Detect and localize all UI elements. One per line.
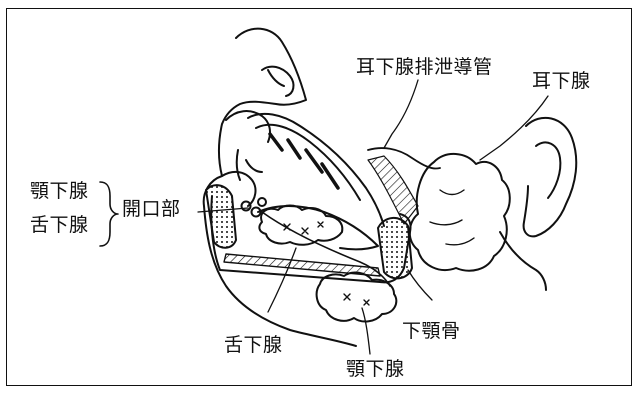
face-outline xyxy=(204,29,356,346)
sublingual-marks xyxy=(284,222,323,234)
leader-submandibular xyxy=(362,308,370,354)
parotid-gland-shape xyxy=(410,154,510,271)
label-sublingual-gland: 舌下腺 xyxy=(224,336,283,355)
mandible-front-section xyxy=(206,185,236,248)
leader-duct xyxy=(384,80,418,148)
leader-mandible xyxy=(408,270,432,300)
neck-outline xyxy=(500,232,546,290)
ear-outline xyxy=(524,118,577,237)
label-brace xyxy=(100,182,118,246)
upper-lip xyxy=(226,111,270,142)
ear-inner xyxy=(536,142,560,198)
label-submandibular-gland: 顎下腺 xyxy=(346,360,405,379)
mandible-rear-section xyxy=(378,218,412,278)
masseter xyxy=(368,156,418,224)
sublingual-gland-shape xyxy=(259,206,342,245)
submandibular-marks xyxy=(344,294,369,305)
label-openings: 開口部 xyxy=(122,200,181,219)
label-sublingual-gland-left: 舌下腺 xyxy=(30,216,89,235)
label-mandible: 下顎骨 xyxy=(402,322,461,341)
label-parotid-duct: 耳下腺排泄導管 xyxy=(356,58,493,77)
label-submandibular-gland-left: 顎下腺 xyxy=(30,182,89,201)
nose-outline xyxy=(262,67,293,96)
opening-dot-3 xyxy=(258,198,266,206)
upper-teeth xyxy=(237,150,262,180)
leader-parotid xyxy=(480,96,548,160)
nostril xyxy=(268,70,284,86)
label-parotid-gland: 耳下腺 xyxy=(532,72,591,91)
parotid-marks xyxy=(430,190,474,245)
palate-shading xyxy=(270,134,338,188)
